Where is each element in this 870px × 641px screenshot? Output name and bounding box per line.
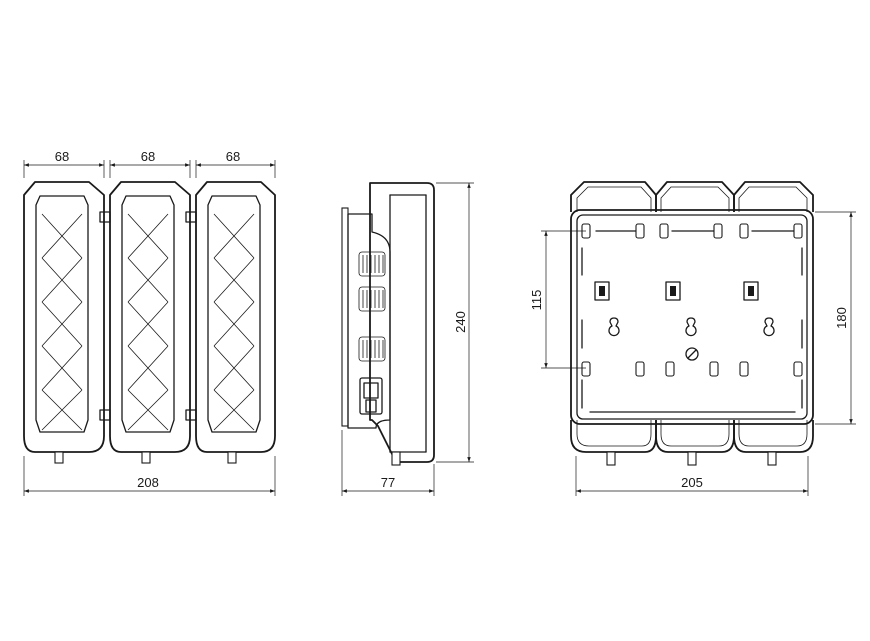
back-side-guides xyxy=(581,247,803,409)
back-top-lobe-2 xyxy=(655,181,735,212)
side-vent-slots xyxy=(358,251,386,362)
back-top-lobe-3 xyxy=(733,181,814,212)
dim-back-mount-height: 180 xyxy=(834,307,849,329)
front-connector-bottom-right xyxy=(185,409,197,421)
back-pump-1 xyxy=(606,451,616,466)
back-plate-inner xyxy=(576,214,808,420)
back-hole-spacing-dimension: 115 xyxy=(529,230,586,369)
dim-side-depth: 77 xyxy=(381,475,395,490)
side-body xyxy=(369,182,435,463)
front-connector-bottom-left xyxy=(99,409,111,421)
side-pump-nozzle xyxy=(391,451,401,466)
front-top-dimensions: 68 68 68 xyxy=(23,149,276,178)
back-latch-windows xyxy=(594,281,759,301)
side-height-dimension: 240 xyxy=(436,182,474,463)
dim-back-hole-spacing: 115 xyxy=(529,290,544,311)
back-keyhole-holes xyxy=(608,317,775,337)
back-pump-3 xyxy=(767,451,777,466)
front-width-dimension: 208 xyxy=(23,456,276,496)
side-bracket xyxy=(347,213,391,429)
front-bottle-3-pump xyxy=(227,451,237,464)
front-view: 68 68 68 208 xyxy=(23,149,276,496)
back-plate xyxy=(570,209,814,425)
front-bottle-2 xyxy=(109,181,191,464)
back-pump-2 xyxy=(687,451,697,466)
back-mount-height-dimension: 180 xyxy=(815,211,856,425)
side-wall-plate xyxy=(341,207,349,427)
back-bottom-rail xyxy=(581,361,803,413)
back-top-lobe-1 xyxy=(570,181,657,212)
front-bottle-1 xyxy=(23,181,105,464)
dim-front-compartment-2: 68 xyxy=(141,149,155,164)
back-top-rail xyxy=(581,223,803,239)
back-width-dimension: 205 xyxy=(575,456,809,496)
front-bottle-1-pump xyxy=(54,451,64,464)
back-view: 115 180 205 xyxy=(529,181,856,496)
side-depth-dimension: 77 xyxy=(341,430,435,496)
front-connector-top-right xyxy=(185,211,197,223)
back-screw xyxy=(685,347,699,361)
front-bottle-3 xyxy=(195,181,276,464)
dim-side-height: 240 xyxy=(453,311,468,333)
side-view: 240 77 xyxy=(341,182,474,496)
dim-front-total-width: 208 xyxy=(137,475,159,490)
dim-front-compartment-3: 68 xyxy=(226,149,240,164)
front-bottle-2-pump xyxy=(141,451,151,464)
dim-front-compartment-1: 68 xyxy=(55,149,69,164)
front-connector-top-left xyxy=(99,211,111,223)
side-pump-latch xyxy=(359,377,383,415)
dim-back-total-width: 205 xyxy=(681,475,703,490)
